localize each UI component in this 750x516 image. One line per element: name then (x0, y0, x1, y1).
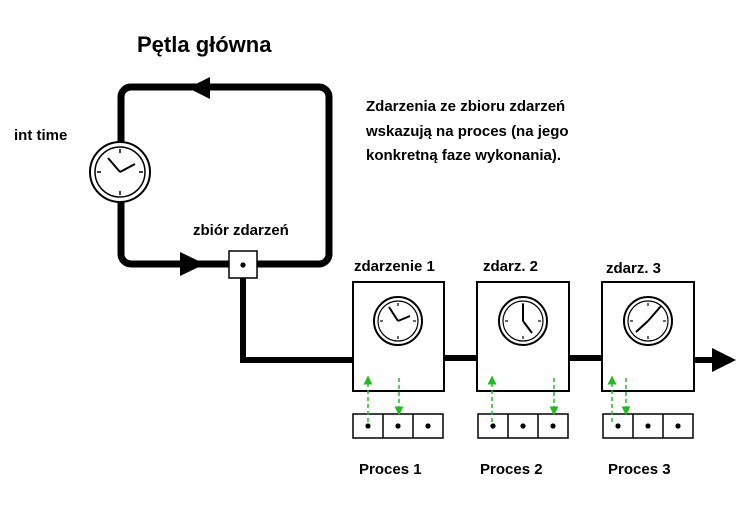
step-dot (615, 423, 621, 429)
step-dot (425, 423, 431, 429)
step-dot (520, 423, 526, 429)
loop-arrow-top (188, 77, 210, 99)
process-label: Proces 1 (359, 461, 422, 478)
note-line-1: Zdarzenia ze zbioru zdarzeń (366, 98, 565, 115)
note-line-2: wskazują na proces (na jego (365, 123, 569, 140)
clock-icon (498, 296, 548, 346)
clock-icon (373, 296, 423, 346)
step-dot (490, 423, 496, 429)
step-dot (675, 423, 681, 429)
process-label: Proces 3 (608, 461, 671, 478)
event-label: zdarz. 2 (483, 258, 538, 275)
event-set-label: zbiór zdarzeń (193, 222, 289, 239)
event-1: zdarzenie 1 Proces 1 (352, 258, 445, 478)
event-2: zdarz. 2 Proces 2 (476, 258, 570, 478)
step-dot (365, 423, 371, 429)
event-3: zdarz. 3 Proces 3 (601, 260, 695, 478)
diagram-title: Pętla główna (137, 32, 272, 57)
step-dot (395, 423, 401, 429)
event-set-link (240, 278, 352, 363)
step-dot (645, 423, 651, 429)
clock-icon (89, 141, 151, 203)
event-label: zdarz. 3 (606, 260, 661, 277)
process-label: Proces 2 (480, 461, 543, 478)
event-label: zdarzenie 1 (354, 258, 435, 275)
clock-label: int time (14, 127, 67, 144)
loop-arrow-bottom (180, 252, 205, 276)
clock-icon (623, 296, 673, 346)
event-set-dot (240, 262, 246, 268)
note-line-3: konkretną faze wykonania). (366, 147, 561, 164)
event-chain-arrow (712, 348, 736, 372)
step-dot (550, 423, 556, 429)
